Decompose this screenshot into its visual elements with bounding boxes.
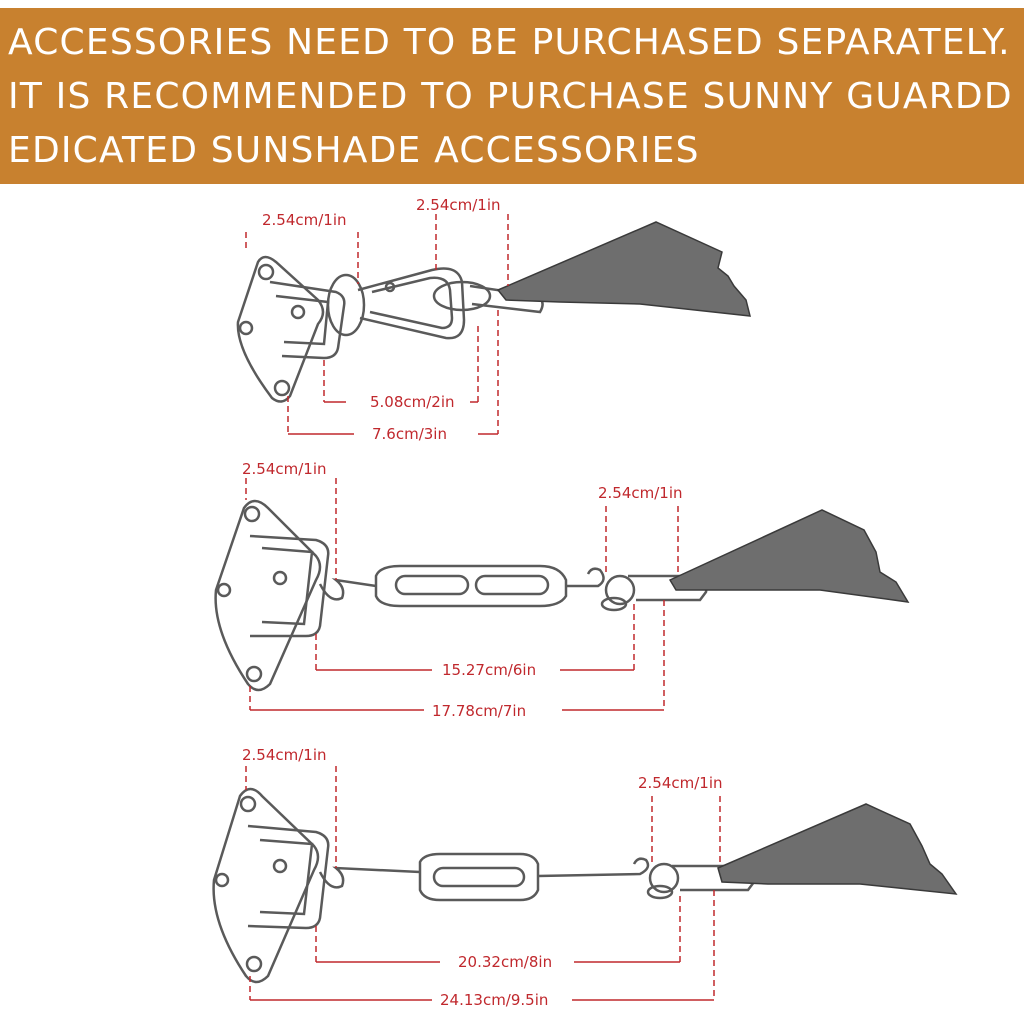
kit1-pad-eye-width: 2.54cm/1in: [262, 211, 347, 229]
turnbuckle-3: [318, 852, 756, 902]
sail-corner-2: [668, 509, 910, 603]
kit-3: 2.54cm/1in 2.54cm/1in 20.32cm/8in 24.13c…: [212, 746, 958, 1009]
kit-1: 2.54cm/1in 2.54cm/1in 5.08cm/2in 7.6cm/3…: [236, 196, 751, 443]
sail-corner-3: [717, 803, 958, 895]
banner-line-3: EDICATED SUNSHADE ACCESSORIES: [8, 130, 700, 171]
kit1-hook-width: 2.54cm/1in: [416, 196, 501, 214]
kit2-pad-eye-width: 2.54cm/1in: [242, 460, 327, 478]
kit2-hook-width: 2.54cm/1in: [598, 484, 683, 502]
snap-hook-1: [326, 267, 544, 340]
sail-corner-1: [496, 221, 751, 317]
kit2-inner-length: 15.27cm/6in: [442, 661, 536, 679]
kit-2: 2.54cm/1in 2.54cm/1in 15.27cm/6in 17.78c…: [214, 460, 910, 720]
pad-eye-plate-3: [212, 787, 330, 984]
kit3-pad-eye-width: 2.54cm/1in: [242, 746, 327, 764]
header-banner: ACCESSORIES NEED TO BE PURCHASED SEPARAT…: [0, 8, 1024, 184]
kit1-inner-length: 5.08cm/2in: [370, 393, 455, 411]
pad-eye-plate-1: [236, 255, 346, 403]
turnbuckle-2: [318, 564, 708, 612]
pad-eye-plate-2: [214, 499, 330, 692]
kit3-total-length: 24.13cm/9.5in: [440, 991, 548, 1009]
kit3-hook-width: 2.54cm/1in: [638, 774, 723, 792]
banner-line-2: IT IS RECOMMENDED TO PURCHASE SUNNY GUAR…: [8, 76, 1013, 117]
kit2-total-length: 17.78cm/7in: [432, 702, 526, 720]
banner-line-1: ACCESSORIES NEED TO BE PURCHASED SEPARAT…: [8, 22, 1011, 63]
kit1-total-length: 7.6cm/3in: [372, 425, 447, 443]
kit3-inner-length: 20.32cm/8in: [458, 953, 552, 971]
